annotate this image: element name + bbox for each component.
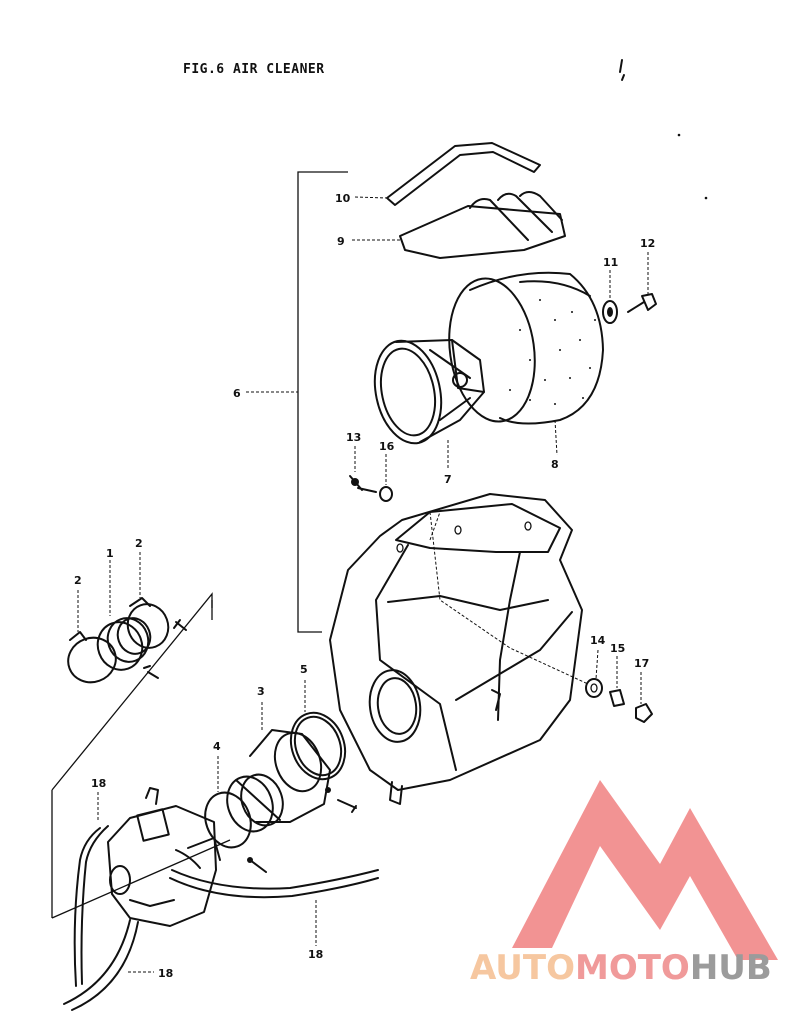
part-12-bolt — [627, 252, 657, 313]
callout-8: 8 — [551, 458, 559, 471]
part-13-screw — [349, 446, 377, 493]
watermark-logo — [512, 780, 778, 960]
callout-2-left: 2 — [74, 574, 82, 587]
watermark-auto: AUTO — [470, 948, 575, 988]
callout-2-right: 2 — [135, 537, 143, 550]
callout-6: 6 — [233, 387, 241, 400]
screws-1-2 — [143, 619, 187, 679]
callout-18-bottom: 18 — [158, 967, 173, 980]
part-2-clamp-left — [67, 590, 117, 684]
carburetor — [107, 787, 221, 927]
part-15-collar — [609, 656, 625, 707]
callout-3: 3 — [257, 685, 265, 698]
part-9-cover — [352, 191, 566, 259]
callout-17: 17 — [634, 657, 649, 670]
part-4-clamp — [204, 756, 284, 849]
watermark-hub: HUB — [689, 948, 772, 988]
part-14-grommet — [585, 649, 603, 698]
part-2-clamp-right — [126, 552, 170, 649]
callout-4: 4 — [213, 740, 221, 753]
part-1-adapter-ring — [96, 560, 152, 671]
callout-5: 5 — [300, 663, 308, 676]
callout-16: 16 — [379, 440, 395, 453]
boot-screws — [247, 787, 357, 873]
assembly-bracket — [246, 171, 348, 633]
part-7-filter-cage — [373, 339, 485, 470]
watermark-moto: MOTO — [574, 948, 690, 988]
callout-11: 11 — [603, 256, 618, 269]
carburetor-group-outline — [51, 592, 231, 919]
callout-18-right: 18 — [308, 948, 323, 961]
part-11-washer — [602, 270, 618, 324]
callout-12: 12 — [640, 237, 655, 250]
stray-marks — [619, 59, 708, 200]
callout-9: 9 — [337, 235, 345, 248]
part-18-hoses — [63, 792, 379, 1011]
callout-labels: 10 9 11 12 6 8 7 13 16 2 1 2 14 15 17 5 … — [74, 192, 655, 980]
part-16-washer — [379, 454, 393, 502]
callout-13: 13 — [346, 431, 361, 444]
part-8-filter-element — [448, 271, 604, 456]
callout-14: 14 — [590, 634, 606, 647]
watermark-text: AUTOMOTOHUB — [470, 948, 772, 988]
callout-10: 10 — [335, 192, 351, 205]
callout-7: 7 — [444, 473, 452, 486]
air-cleaner-case — [329, 493, 589, 805]
callout-18-top: 18 — [91, 777, 106, 790]
callout-1: 1 — [106, 547, 114, 560]
part-17-nut — [635, 672, 653, 723]
part-10-wire-clip — [354, 142, 541, 206]
figure-title: FIG.6 AIR CLEANER — [183, 62, 325, 77]
callout-15: 15 — [610, 642, 625, 655]
